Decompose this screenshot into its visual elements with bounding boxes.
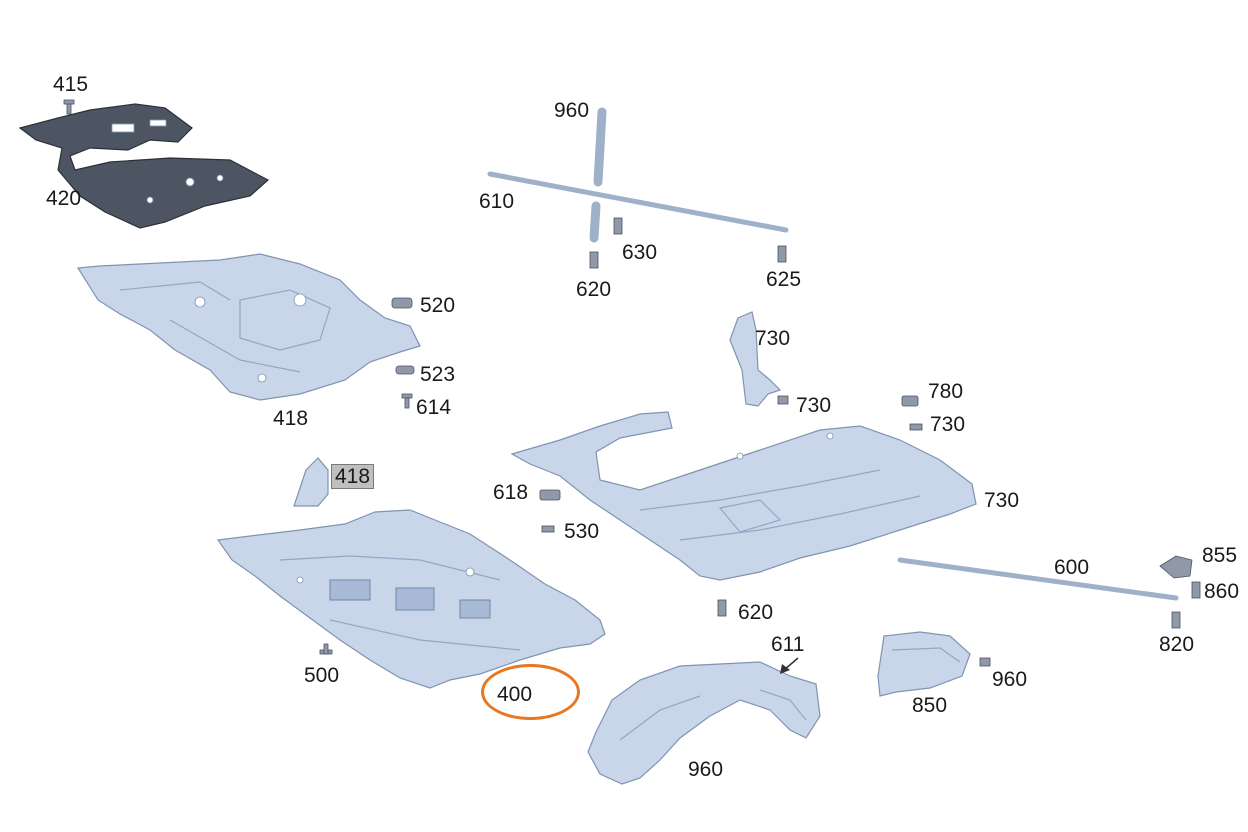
part-600-rod (897, 557, 1179, 601)
part-625-bolt (777, 245, 787, 263)
part-960-small-bolt (979, 657, 991, 667)
part-780-clip (901, 395, 919, 407)
part-520-clip (391, 297, 413, 309)
label-418-top: 418 (273, 407, 309, 430)
part-730-bolt (777, 395, 789, 405)
label-620-bottom: 620 (738, 601, 774, 624)
part-523-clip (395, 365, 415, 375)
label-600: 600 (1054, 556, 1090, 579)
label-960-top: 960 (554, 99, 590, 122)
part-850-bracket (877, 631, 971, 697)
part-500-bolt (319, 643, 333, 655)
label-400: 400 (497, 683, 533, 706)
label-500: 500 (304, 664, 340, 687)
part-614-bolt (401, 393, 413, 409)
label-610: 610 (479, 190, 515, 213)
part-530-bolt (541, 525, 555, 533)
label-630: 630 (622, 241, 658, 264)
part-730-small-bolt (909, 423, 923, 431)
part-418-upper-panel (76, 253, 421, 401)
part-820-bolt (1171, 611, 1181, 629)
label-523: 523 (420, 363, 456, 386)
label-780: 780 (928, 380, 964, 403)
label-418-boxed: 418 (331, 464, 375, 489)
part-620-bottom-bolt (717, 599, 727, 617)
arrow-611 (780, 657, 799, 674)
label-620-top: 620 (576, 278, 612, 301)
label-730-right: 730 (930, 413, 966, 436)
label-530: 530 (564, 520, 600, 543)
label-730-bracket: 730 (755, 327, 791, 350)
label-820: 820 (1159, 633, 1195, 656)
part-610-rod (487, 171, 789, 233)
label-520: 520 (420, 294, 456, 317)
label-614: 614 (416, 396, 452, 419)
part-855-clip (1159, 555, 1193, 579)
label-730-panel: 730 (984, 489, 1020, 512)
highlight-ellipse-400 (481, 664, 580, 720)
part-960-frame (587, 661, 821, 785)
label-960-bottom: 960 (688, 758, 724, 781)
label-960-right: 960 (992, 668, 1028, 691)
part-860-bolt (1191, 581, 1201, 599)
part-418-bracket (293, 457, 329, 507)
label-730-bolt: 730 (796, 394, 832, 417)
label-850: 850 (912, 694, 948, 717)
label-611: 611 (771, 633, 805, 656)
part-420-dark-panel (18, 103, 270, 229)
part-730-bracket (729, 311, 782, 407)
part-415-bolt (63, 99, 75, 115)
part-618-clip (539, 489, 561, 501)
label-860: 860 (1204, 580, 1240, 603)
label-625: 625 (766, 268, 802, 291)
part-400-floor-panel (216, 509, 606, 689)
label-618: 618 (493, 481, 529, 504)
label-420: 420 (46, 187, 82, 210)
part-630-bolt (613, 217, 623, 235)
part-960-rod-vertical (589, 107, 607, 243)
part-620-top-bolt (589, 251, 599, 269)
label-855: 855 (1202, 544, 1238, 567)
part-730-large-panel (510, 411, 977, 581)
label-415: 415 (53, 73, 89, 96)
